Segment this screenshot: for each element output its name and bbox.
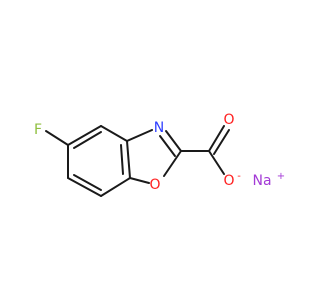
molecule-canvas: F N O O O - Na +: [33, 112, 286, 197]
bond-ccarboxyl-o-carbonyl-a: [208, 125, 225, 152]
bond-c2-o1: [163, 150, 182, 177]
ring-oxygen-atom-label: O: [149, 177, 160, 193]
sodium-positive-charge: +: [277, 171, 285, 182]
bond-c5-c4-inner: [73, 131, 102, 149]
bond-c4-c3a: [100, 125, 128, 142]
bond-c3a-c7a: [126, 140, 131, 179]
bond-o1-c7a: [129, 177, 150, 184]
bond-ccarboxyl-o-carboxylate: [208, 150, 225, 175]
bond-c3a-n: [126, 129, 153, 142]
atom-label-layer: F N O O O - Na +: [34, 112, 285, 193]
bond-c7-c6-inner: [73, 174, 102, 191]
bond-c5-c4: [67, 125, 102, 146]
bond-n-c2-a: [165, 130, 182, 152]
oxygen-negative-charge: -: [237, 171, 241, 182]
bond-c7-c6: [67, 177, 102, 197]
fluorine-atom-label: F: [34, 122, 42, 138]
sodium-atom-label: Na: [252, 173, 271, 189]
bond-n-c2-b: [159, 135, 176, 157]
bond-f-c5: [45, 130, 69, 146]
nitrogen-atom-label: N: [154, 120, 164, 136]
bond-layer: [45, 125, 230, 197]
bond-ccarboxyl-o-carbonyl-b: [213, 129, 230, 155]
carboxylate-oxygen-atom-label: O: [223, 173, 234, 189]
bond-c3a-c7a-inner: [120, 144, 124, 175]
bond-c7a-c7: [100, 177, 131, 197]
structure-diagram: F N O O O - Na +: [34, 112, 285, 197]
carbonyl-oxygen-atom-label: O: [223, 112, 234, 128]
